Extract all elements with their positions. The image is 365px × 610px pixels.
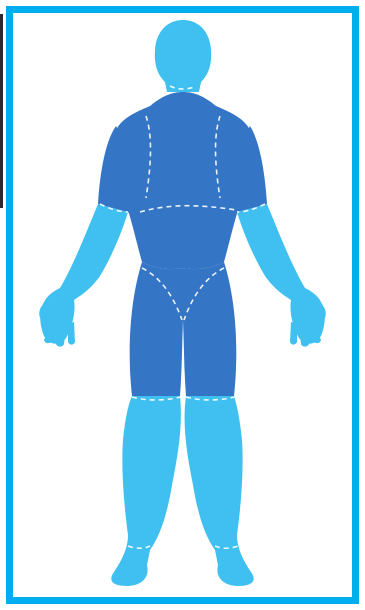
head-neck-region[interactable] — [155, 20, 211, 92]
torso-region[interactable] — [116, 92, 250, 269]
pelvis-thighs-region[interactable] — [130, 262, 237, 396]
right-lower-leg-foot-region[interactable] — [185, 396, 254, 586]
left-lower-leg-foot-region[interactable] — [111, 396, 181, 586]
